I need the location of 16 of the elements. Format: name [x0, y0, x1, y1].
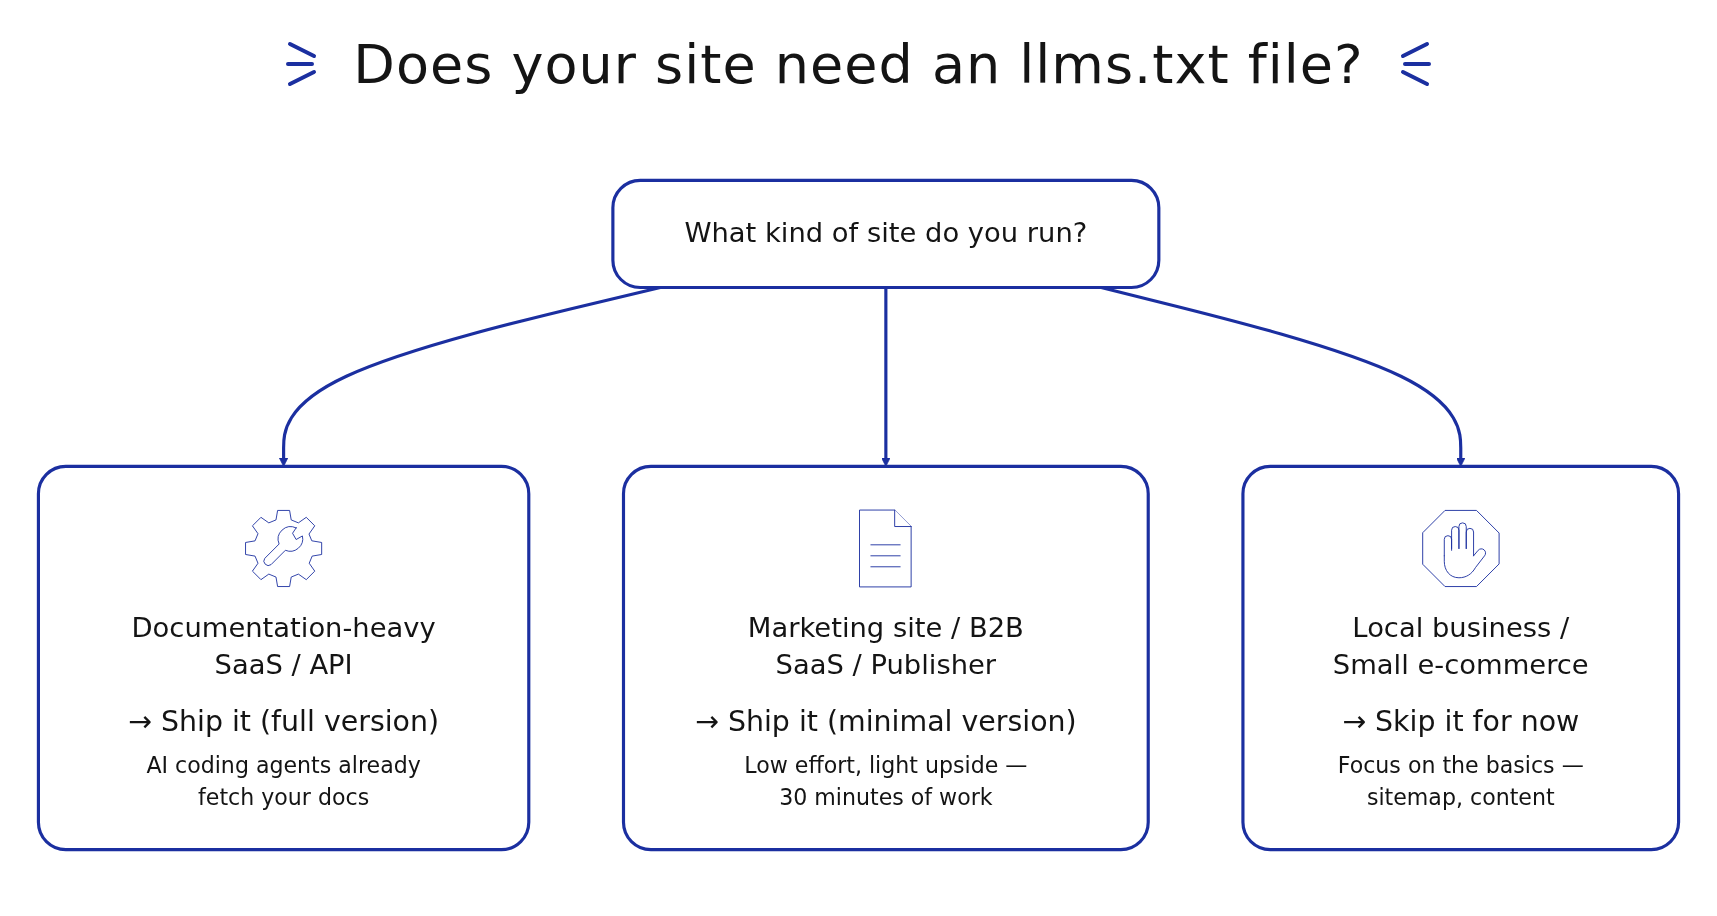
recommendation-text: → Ship it (full version): [128, 703, 440, 740]
node-box: [621, 464, 1150, 852]
node-box: [1241, 464, 1681, 852]
recommendation-text: → Ship it (minimal version): [695, 703, 1077, 740]
question-text: What kind of site do you run?: [684, 217, 1088, 249]
arrow: [881, 287, 891, 467]
node-box: [36, 464, 531, 852]
site-type-heading: Marketing site / B2B SaaS / Publisher: [746, 610, 1025, 683]
site-type-heading: Local business / Small e-commerce: [1331, 610, 1590, 683]
description-text: AI coding agents already fetch your docs: [145, 751, 422, 813]
node-box: [611, 178, 1161, 290]
description-text: Low effort, light upside — 30 minutes of work: [743, 751, 1029, 813]
recommendation-text: → Skip it for now: [1342, 703, 1580, 740]
description-text: Focus on the basics — sitemap, content: [1336, 751, 1585, 813]
page-title: Does your site need an llms.txt file?: [353, 32, 1364, 96]
site-type-heading: Documentation-heavy SaaS / API: [130, 610, 437, 683]
